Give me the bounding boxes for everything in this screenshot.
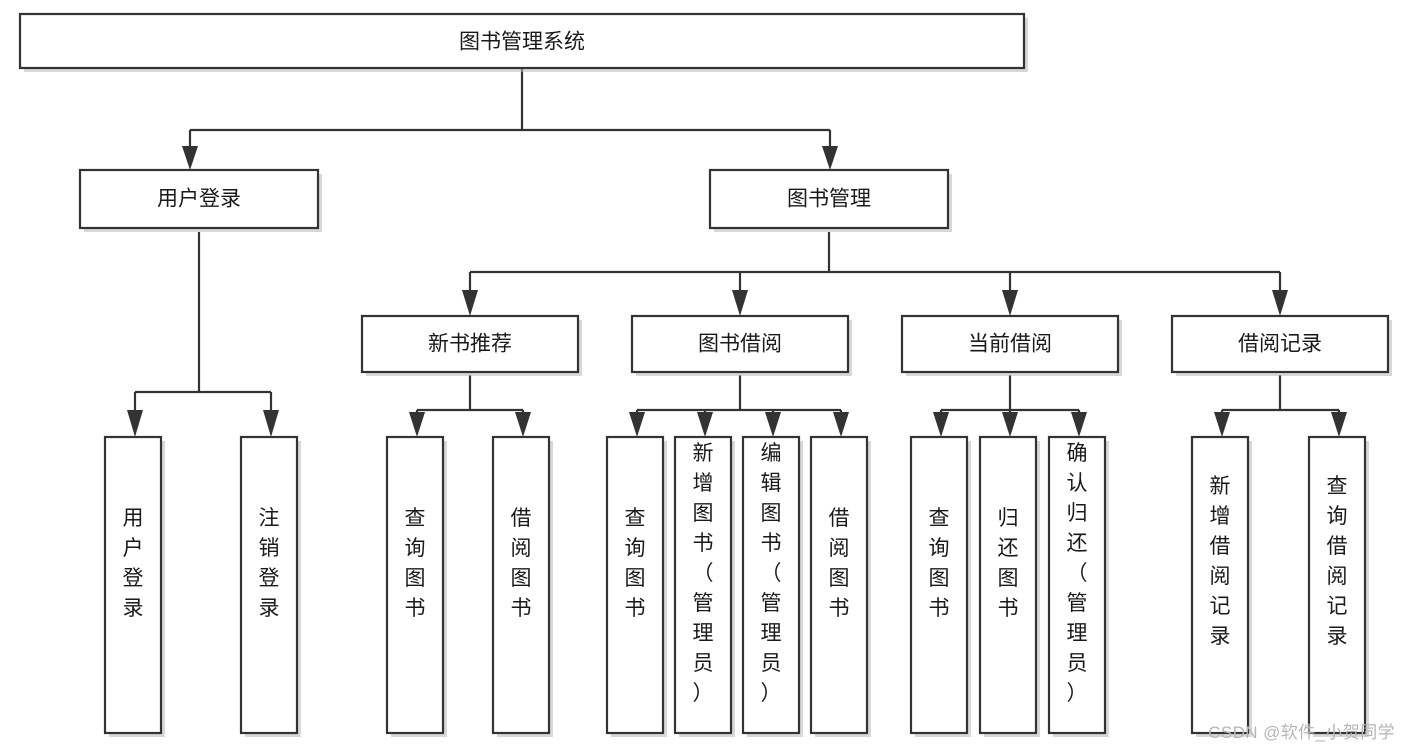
- leaf-logout[interactable]: 注销登录: [239, 435, 301, 737]
- node-new-book-recommend-box[interactable]: [360, 314, 580, 374]
- node-book-borrow[interactable]: 图书借阅: [630, 314, 852, 376]
- leaf-query-book-newbook[interactable]: 查询图书: [385, 435, 447, 737]
- leaf-query-book-newbook-box[interactable]: [385, 435, 445, 735]
- leaf-add-book-admin-box[interactable]: [673, 435, 733, 735]
- arrow-record-l1-icon: [1214, 412, 1230, 437]
- node-user-login[interactable]: 用户登录: [78, 168, 322, 232]
- node-user-login-label: 用户登录: [157, 188, 241, 211]
- node-borrow-record-box[interactable]: [1170, 314, 1390, 374]
- leaf-query-book-borrow[interactable]: 查询图书: [605, 435, 667, 737]
- leaf-query-book-current[interactable]: 查询图书: [909, 435, 971, 737]
- node-current-borrow-label: 当前借阅: [968, 333, 1052, 356]
- node-book-borrow-label: 图书借阅: [698, 333, 782, 356]
- leaf-add-borrow-record-box[interactable]: [1190, 435, 1250, 735]
- arrow-newbook-l2-icon: [515, 412, 531, 437]
- arrow-borrow-l3-icon: [765, 412, 781, 437]
- arrow-login-leaf2-icon: [263, 410, 279, 437]
- node-current-borrow[interactable]: 当前借阅: [900, 314, 1122, 376]
- leaf-confirm-return-admin[interactable]: 确认归还（管理员）: [1047, 435, 1109, 737]
- node-root[interactable]: 图书管理系统: [18, 12, 1028, 72]
- leaf-query-book-current-box[interactable]: [909, 435, 969, 735]
- node-borrow-record[interactable]: 借阅记录: [1170, 314, 1392, 376]
- leaf-add-book-admin[interactable]: 新增图书（管理员）: [673, 435, 735, 737]
- node-book-management-box[interactable]: [708, 168, 950, 230]
- leaf-edit-book-admin-box[interactable]: [741, 435, 801, 735]
- node-book-borrow-box[interactable]: [630, 314, 850, 374]
- arrow-root-to-bookmgmt-icon: [822, 146, 838, 170]
- leaf-confirm-return-admin-label: 确认归还（管理员）: [1067, 442, 1088, 705]
- leaf-query-borrow-record[interactable]: 查询借阅记录: [1307, 435, 1369, 737]
- arrow-borrow-l4-icon: [833, 412, 849, 437]
- arrow-bookmgmt-c4-icon: [1272, 290, 1288, 316]
- leaf-return-book-label: 归还图书: [998, 507, 1019, 620]
- node-root-box[interactable]: [18, 12, 1026, 70]
- arrow-current-l2-icon: [1002, 412, 1018, 437]
- leaf-add-borrow-record[interactable]: 新增借阅记录: [1190, 435, 1252, 737]
- arrow-bookmgmt-c2-icon: [732, 290, 748, 316]
- arrow-bookmgmt-c1-icon: [462, 290, 478, 316]
- leaf-query-book-borrow-label: 查询图书: [625, 507, 646, 620]
- leaf-return-book-box[interactable]: [978, 435, 1038, 735]
- node-book-management[interactable]: 图书管理: [708, 168, 952, 232]
- leaf-edit-book-admin-label: 编辑图书（管理员）: [761, 442, 782, 705]
- node-new-book-recommend[interactable]: 新书推荐: [360, 314, 582, 376]
- leaf-add-book-admin-label: 新增图书（管理员）: [693, 442, 714, 705]
- arrow-current-l1-icon: [933, 412, 949, 437]
- leaf-borrow-book-newbook-label: 借阅图书: [511, 507, 532, 620]
- leaf-query-book-borrow-box[interactable]: [605, 435, 665, 735]
- leaf-borrow-book-borrow-label: 借阅图书: [829, 507, 850, 620]
- leaf-borrow-book-borrow[interactable]: 借阅图书: [809, 435, 871, 737]
- leaf-user-login[interactable]: 用户登录: [103, 435, 165, 737]
- node-book-management-label: 图书管理: [787, 188, 871, 211]
- leaf-add-borrow-record-label: 新增借阅记录: [1210, 475, 1231, 648]
- node-current-borrow-box[interactable]: [900, 314, 1120, 374]
- arrow-record-l2-icon: [1331, 412, 1347, 437]
- leaf-query-book-current-label: 查询图书: [929, 507, 950, 620]
- arrow-bookmgmt-c3-icon: [1002, 290, 1018, 316]
- arrow-borrow-l1-icon: [629, 412, 645, 437]
- leaf-query-book-newbook-label: 查询图书: [405, 507, 426, 620]
- leaf-return-book[interactable]: 归还图书: [978, 435, 1040, 737]
- arrow-newbook-l1-icon: [409, 412, 425, 437]
- arrow-borrow-l2-icon: [697, 412, 713, 437]
- arrow-current-l3-icon: [1071, 412, 1087, 437]
- node-user-login-box[interactable]: [78, 168, 320, 230]
- leaf-borrow-book-newbook-box[interactable]: [491, 435, 551, 735]
- node-root-label: 图书管理系统: [459, 31, 585, 54]
- leaf-user-login-label: 用户登录: [123, 507, 144, 620]
- leaf-logout-box[interactable]: [239, 435, 299, 735]
- leaf-logout-label: 注销登录: [259, 507, 280, 620]
- leaf-edit-book-admin[interactable]: 编辑图书（管理员）: [741, 435, 803, 737]
- leaf-query-borrow-record-label: 查询借阅记录: [1327, 475, 1348, 648]
- node-new-book-recommend-label: 新书推荐: [428, 333, 512, 356]
- leaf-query-borrow-record-box[interactable]: [1307, 435, 1367, 735]
- leaf-confirm-return-admin-box[interactable]: [1047, 435, 1107, 735]
- leaf-borrow-book-borrow-box[interactable]: [809, 435, 869, 735]
- leaf-borrow-book-newbook[interactable]: 借阅图书: [491, 435, 553, 737]
- arrow-root-to-login-icon: [182, 146, 198, 170]
- connector-group: [127, 68, 1347, 437]
- leaf-user-login-box[interactable]: [103, 435, 163, 735]
- node-borrow-record-label: 借阅记录: [1238, 333, 1322, 356]
- arrow-login-leaf1-icon: [127, 410, 143, 437]
- csdn-watermark: CSDN @软件_小贺同学: [1208, 723, 1395, 742]
